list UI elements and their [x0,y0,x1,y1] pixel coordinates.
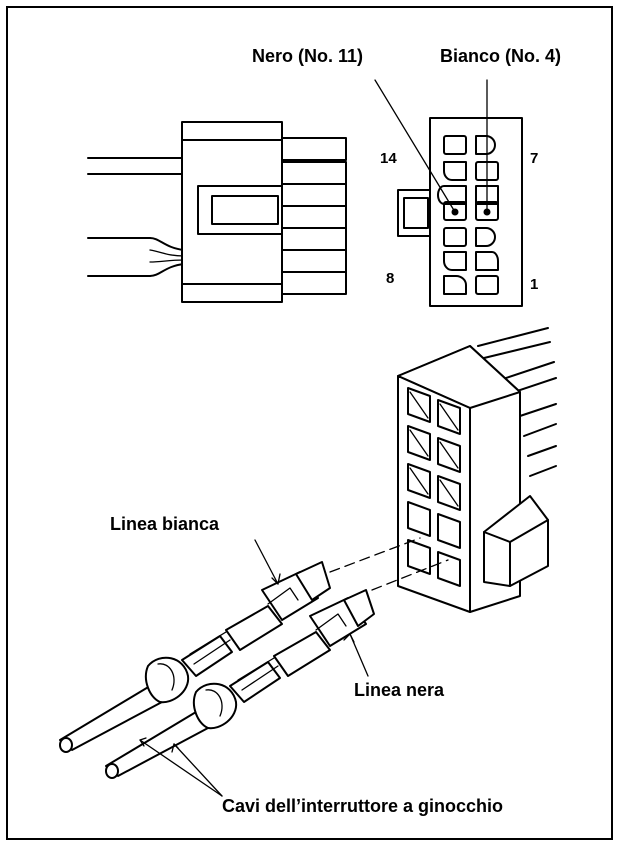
rear-wires [477,327,557,477]
label-white-pin: Bianco (No. 4) [440,46,561,66]
terminals-and-cables [59,539,375,797]
lower-cable [87,237,185,277]
white-terminal-tip [295,561,331,601]
housing-latch [483,495,549,587]
label-black-pin: Nero (No. 11) [252,46,363,66]
black-line-wire [105,589,375,779]
cable-leader-2 [173,743,223,797]
perspective-cavities [407,387,461,587]
connector-pins [281,137,347,295]
label-white-line: Linea bianca [110,514,220,534]
housing-front [397,375,471,613]
black-terminal-crimp [273,631,331,677]
connector-side-view [87,121,347,303]
white-line-wire [59,561,331,753]
upper-cable [87,157,185,175]
label-pin-8: 8 [386,270,394,287]
cavity-11 [443,201,467,221]
white-wire-boot [144,656,190,704]
insert-guide-black [371,559,449,591]
label-pin-1: 1 [530,276,538,293]
black-terminal-tip [343,589,375,627]
connector-front-view [374,79,523,307]
label-black-line: Linea nera [354,680,445,700]
label-pin-14: 14 [380,150,397,167]
white-line-leader [254,539,279,585]
label-knee-switch-cables: Cavi dell’interruttore a ginocchio [222,796,503,816]
label-pin-7: 7 [530,150,538,167]
black-wire-boot [192,682,238,730]
white-terminal-crimp [225,605,283,651]
connector-perspective [329,327,557,613]
insert-guide-white [329,537,421,573]
cable-leader-1 [139,739,223,797]
black-pin-leader [374,79,456,213]
